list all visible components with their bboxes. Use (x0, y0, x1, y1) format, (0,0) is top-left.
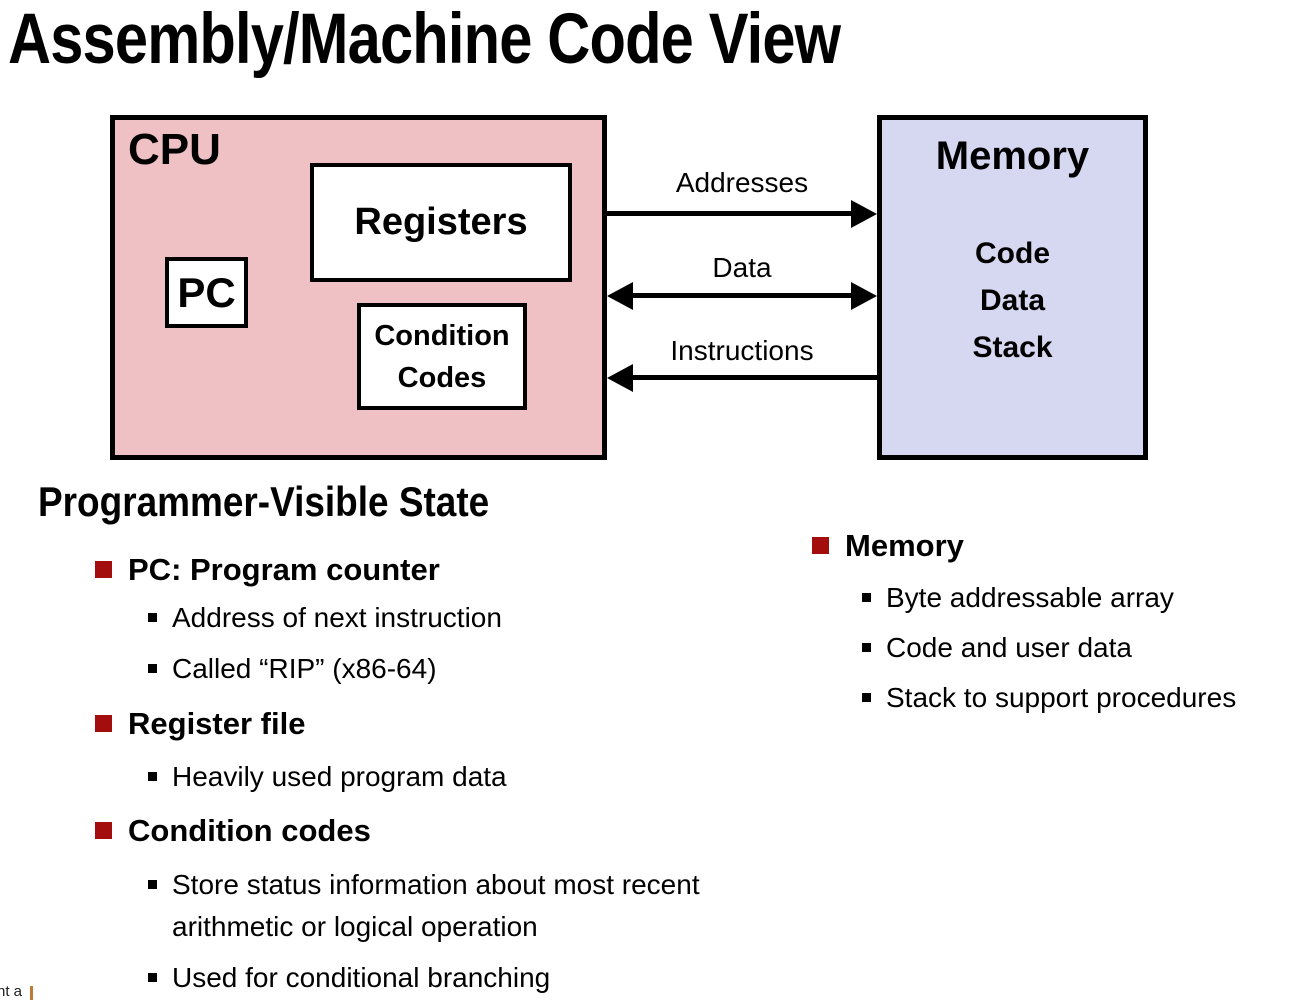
memory-content-data: Data (979, 284, 1046, 317)
list-item: Byte addressable array (812, 577, 1289, 619)
instructions-bus-label: Instructions (670, 335, 814, 366)
bullet-label: Memory (845, 528, 964, 563)
sub-bullet-label: Used for conditional branching (172, 962, 551, 993)
instructions-arrowhead-left-icon (607, 364, 633, 392)
bullet-label: Register file (128, 706, 306, 741)
black-square-bullet-icon (862, 693, 871, 702)
list-item: PC: Program counter (95, 550, 715, 590)
list-item: Address of next instruction (95, 597, 715, 639)
black-square-bullet-icon (148, 772, 157, 781)
sub-bullet-label: Heavily used program data (172, 761, 507, 792)
slide-title: Assembly/Machine Code View (8, 0, 841, 79)
sub-bullet-label: Stack to support procedures (886, 682, 1237, 713)
condition-codes-box: Condition Codes (357, 303, 527, 410)
sub-bullet-label: Called “RIP” (x86-64) (172, 653, 437, 684)
red-square-bullet-icon (95, 715, 112, 732)
list-item: Condition codes (95, 811, 715, 851)
memory-content-stack: Stack (972, 331, 1053, 364)
cpu-label: CPU (128, 125, 221, 174)
addresses-arrowhead-right-icon (851, 200, 877, 228)
black-square-bullet-icon (148, 664, 157, 673)
registers-box: Registers (310, 163, 572, 282)
addresses-bus-line (607, 211, 853, 216)
red-square-bullet-icon (95, 561, 112, 578)
condition-codes-label: Condition Codes (374, 319, 510, 394)
pc-label: PC (177, 268, 236, 316)
red-square-bullet-icon (812, 537, 829, 554)
right-bullet-list: Memory Byte addressable array Code and u… (812, 526, 1289, 719)
list-item: Code and user data (812, 627, 1289, 669)
sub-bullet-label: Store status information about most rece… (172, 869, 700, 942)
section-heading: Programmer-Visible State (38, 478, 490, 525)
list-item: Heavily used program data (95, 756, 715, 798)
memory-box: Memory Code Data Stack (877, 115, 1148, 460)
black-square-bullet-icon (148, 613, 157, 622)
registers-label: Registers (354, 201, 528, 243)
instructions-bus-line (633, 375, 877, 380)
sub-bullet-label: Byte addressable array (886, 582, 1174, 613)
data-arrowhead-right-icon (851, 282, 877, 310)
data-arrowhead-left-icon (607, 282, 633, 310)
sub-bullet-label: Code and user data (886, 632, 1132, 663)
bullet-label: Condition codes (128, 813, 371, 848)
black-square-bullet-icon (148, 973, 157, 982)
footer-clipped-glyph (30, 986, 33, 1000)
red-square-bullet-icon (95, 822, 112, 839)
list-item: Stack to support procedures (812, 677, 1289, 719)
footer-fragment: nt a (0, 983, 23, 1000)
list-item: Called “RIP” (x86-64) (95, 648, 715, 690)
data-bus-line (633, 293, 851, 298)
memory-contents: Code Data Stack (882, 230, 1143, 371)
addresses-bus-label: Addresses (675, 167, 809, 198)
black-square-bullet-icon (862, 643, 871, 652)
pc-box: PC (165, 257, 248, 328)
list-item: Memory (812, 526, 1289, 566)
list-item: Used for conditional branching (95, 957, 715, 999)
black-square-bullet-icon (148, 880, 157, 889)
data-bus-label: Data (712, 252, 772, 283)
memory-content-code: Code (975, 237, 1050, 270)
list-item: Store status information about most rece… (95, 864, 715, 948)
sub-bullet-label: Address of next instruction (172, 602, 502, 633)
list-item: Register file (95, 704, 715, 744)
bullet-label: PC: Program counter (128, 552, 440, 587)
black-square-bullet-icon (862, 593, 871, 602)
memory-label: Memory (935, 134, 1090, 178)
left-bullet-list: PC: Program counter Address of next inst… (95, 550, 715, 999)
